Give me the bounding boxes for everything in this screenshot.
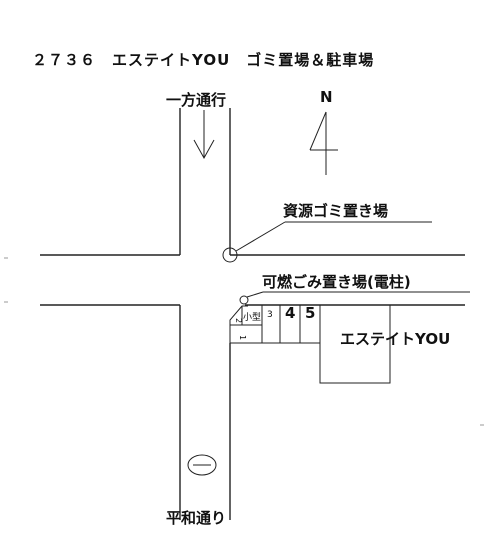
building-label: エステイトYOU <box>340 330 450 348</box>
resource-point-marker <box>222 247 238 263</box>
leader-line <box>235 221 286 252</box>
parking-lot-2: 2 <box>234 318 243 323</box>
road-name-label: 平和通り <box>166 509 226 527</box>
parking-lot-small: 小型 <box>243 312 261 323</box>
parking-lot-4: 4 <box>285 304 295 322</box>
north-arrow-icon <box>309 111 338 175</box>
burnable-garbage-label: 可燃ごみ置き場(電柱) <box>262 273 411 291</box>
down-arrow-icon <box>193 110 215 160</box>
parking-lot-5: 5 <box>305 304 315 322</box>
building-outline <box>319 304 391 384</box>
resource-garbage-label: 資源ゴミ置き場 <box>283 202 388 220</box>
map-title: ２７３６ エステイトYOU ゴミ置場＆駐車場 <box>32 51 374 69</box>
no-entry-sign-icon <box>187 454 217 476</box>
parking-lot-3: 3 <box>267 310 273 320</box>
north-label: N <box>320 88 333 106</box>
one-way-label: 一方通行 <box>166 91 226 109</box>
utility-pole-marker <box>239 295 249 305</box>
parking-lot-1: 1 <box>238 335 247 340</box>
leader-line <box>246 291 264 298</box>
